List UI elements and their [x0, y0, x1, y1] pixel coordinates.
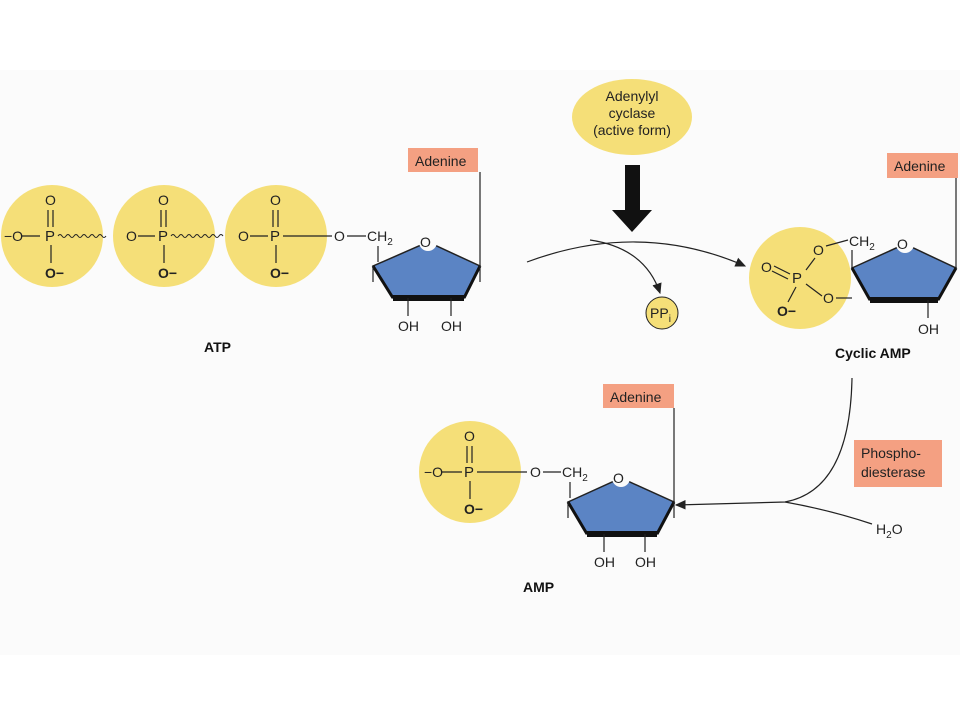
atp-p1-top-o: O — [45, 192, 56, 208]
phosphodiesterase-line-1: Phospho- — [861, 445, 921, 461]
amp-top-o: O — [464, 428, 475, 444]
atp-ring-o: O — [420, 234, 431, 250]
camp-o-bottom: O− — [777, 303, 796, 319]
atp-p3-p: P — [270, 228, 280, 245]
camp-ch2: CH2 — [849, 233, 875, 253]
amp-adenine-label: Adenine — [610, 389, 662, 405]
camp-p: P — [792, 270, 802, 287]
atp-p3-top-o: O — [270, 192, 281, 208]
panel-background — [0, 70, 960, 655]
water-label: H2O — [876, 521, 903, 541]
atp-phosphate-2 — [113, 185, 215, 287]
atp-adenine-box — [408, 148, 478, 172]
atp-p1-bottom-o: O− — [45, 265, 64, 281]
atp-p2-p: P — [158, 228, 168, 245]
camp-o-right: O — [823, 290, 834, 306]
phosphodiesterase-line-2: diesterase — [861, 464, 926, 480]
atp-phosphate-1 — [1, 185, 103, 287]
atp-ch2: CH2 — [367, 228, 393, 248]
camp-o-top: O — [813, 242, 824, 258]
amp-phosphate — [419, 421, 521, 523]
enzyme-line-3: (active form) — [593, 122, 671, 138]
atp-adenine-label: Adenine — [415, 153, 467, 169]
enzyme-line-2: cyclase — [609, 105, 656, 121]
atp-p3-bottom-o: O− — [270, 265, 289, 281]
camp-title: Cyclic AMP — [835, 345, 911, 361]
amp-ch2: CH2 — [562, 464, 588, 484]
ppi: PPi — [645, 296, 679, 330]
enzyme-line-1: Adenylyl — [606, 88, 659, 104]
camp-ring-o: O — [897, 236, 908, 252]
phosphodiesterase-box — [854, 440, 942, 487]
atp-p1-p: P — [45, 228, 55, 245]
camp-oh: OH — [918, 321, 939, 337]
water-input-line — [784, 501, 873, 525]
amp-adenine-box — [603, 384, 674, 408]
amp-oh-right: OH — [635, 554, 656, 570]
atp-p2-top-o: O — [158, 192, 169, 208]
amp-title: AMP — [523, 579, 554, 595]
atp-p1-left-o: −O — [4, 228, 23, 244]
ppi-label: PPi — [650, 305, 671, 325]
amp-p: P — [464, 464, 474, 481]
atp-oh-left: OH — [398, 318, 419, 334]
atp-p2-bottom-o: O− — [158, 265, 177, 281]
amp-link-o: O — [530, 464, 541, 480]
atp-title: ATP — [204, 339, 231, 355]
cyclic-amp-molecule: P O O O O− CH2 O OH Adenine Cyclic AMP — [749, 153, 958, 361]
reaction-arrow-atp-to-camp — [526, 241, 747, 267]
adenylyl-cyclase: Adenylyl cyclase (active form) — [572, 79, 692, 232]
atp-phosphate-3 — [225, 185, 327, 287]
amp-bottom-o: O− — [464, 501, 483, 517]
ppi-circle — [645, 296, 679, 330]
atp-oh-right: OH — [441, 318, 462, 334]
amp-molecule: O −O P O− O CH2 O OH OH Adenine AMP — [419, 384, 676, 595]
camp-o-left: O — [761, 259, 772, 275]
atp-p2-left-o: O — [126, 228, 137, 244]
adenylyl-cyclase-ellipse — [572, 79, 692, 155]
camp-adenine-label: Adenine — [894, 158, 946, 174]
amp-left-o: −O — [424, 464, 443, 480]
amp-oh-left: OH — [594, 554, 615, 570]
catalysis-arrow-icon — [612, 165, 652, 232]
camp-adenine-box — [887, 153, 958, 178]
atp-molecule: O −O P O− O O P O− O O P O− O CH2 — [1, 148, 482, 355]
camp-phosphate — [749, 227, 851, 329]
atp-p3-left-o: O — [238, 228, 249, 244]
reaction-arrow-ppi — [589, 239, 662, 295]
reaction-arrow-camp-to-amp — [674, 377, 853, 510]
amp-ring-o: O — [613, 470, 624, 486]
atp-link-o: O — [334, 228, 345, 244]
